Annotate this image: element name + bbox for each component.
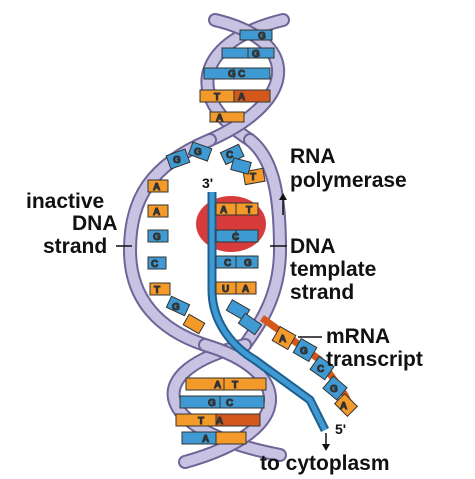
to-cytoplasm-label: to cytoplasm	[260, 452, 390, 475]
template-base-3: C	[224, 258, 231, 269]
inactive-base-2: A	[153, 182, 160, 193]
template-base-5: U	[222, 284, 229, 295]
bottom-pair-1-left: A	[214, 380, 221, 391]
inactive-base-5: C	[151, 259, 158, 270]
top-pair-1-right: G	[258, 31, 266, 42]
inactive-base-1: G	[173, 155, 181, 166]
template-strand	[207, 192, 330, 433]
open-base-1: G	[194, 147, 202, 158]
template-base-6: A	[242, 284, 249, 295]
mrna-base-4: G	[330, 384, 338, 395]
top-pair-2-right: G	[252, 49, 260, 60]
open-base-2: C	[226, 150, 233, 161]
top-pair-4-left: T	[214, 92, 220, 103]
top-pair-3-right: C	[238, 69, 245, 80]
five-prime-label: 5'	[335, 421, 346, 437]
bottom-pair-2-right: C	[226, 398, 233, 409]
bottom-pair-1-right: T	[232, 380, 238, 391]
template-base-1: A	[220, 205, 227, 216]
bottom-pair-3-left: T	[198, 416, 204, 427]
top-pair-4-right: A	[238, 92, 245, 103]
bottom-pair-2-left: G	[208, 398, 216, 409]
open-base-3: T	[250, 172, 256, 183]
template-base-4: G	[244, 258, 252, 269]
template-base-2: T	[246, 205, 252, 216]
inactive-label-1: inactive	[26, 190, 104, 213]
mrna-base-5: A	[340, 401, 347, 412]
inactive-base-6: T	[154, 285, 160, 296]
mrna-label-2: transcript	[326, 348, 423, 371]
mrna-base-2: G	[300, 346, 308, 357]
template-pair-g: C	[232, 232, 239, 243]
top-helix-base-pairs: G G G C T A A	[199, 29, 275, 125]
three-prime-label: 3'	[202, 175, 213, 191]
inactive-base-4: G	[153, 232, 161, 243]
mrna-label-1: mRNA	[326, 325, 390, 348]
bottom-pair-3-right: A	[216, 416, 223, 427]
dna-backbones	[122, 13, 290, 469]
labels: 3' 5' RNA polymerase inactive DNA strand…	[26, 145, 423, 475]
mrna-base-1: A	[279, 334, 286, 345]
template-label-2: template	[290, 258, 376, 281]
open-region-bases: G C T	[187, 141, 266, 186]
top-pair-5-left: A	[216, 113, 223, 124]
inactive-strand-bases: G A A G C T G	[147, 148, 206, 335]
bottom-pair-4-right: A	[202, 434, 209, 445]
inactive-base-7: G	[172, 302, 180, 313]
mrna-bases: A G C G A	[271, 325, 359, 418]
inactive-label-2: DNA	[72, 212, 118, 235]
rna-polymerase-label-2: polymerase	[290, 169, 407, 192]
template-label-3: strand	[290, 281, 354, 304]
inactive-label-3: strand	[43, 235, 107, 258]
bottom-helix-base-pairs: A T G C T A A	[175, 377, 267, 446]
inactive-strand-backbone	[122, 133, 217, 352]
mrna-base-3: C	[317, 364, 324, 375]
top-pair-3-left: G	[228, 69, 236, 80]
rna-polymerase-label-1: RNA	[290, 145, 336, 168]
template-label-1: DNA	[290, 235, 336, 258]
template-base-pairs: A T C C G U A	[215, 202, 263, 336]
inactive-base-3: A	[153, 207, 160, 218]
